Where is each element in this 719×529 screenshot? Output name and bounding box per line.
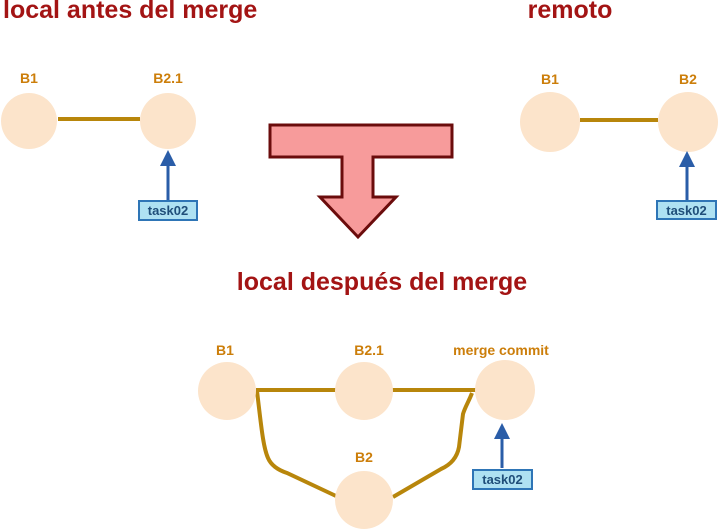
branch-label-before-b1: B1 bbox=[20, 70, 38, 86]
commit-node-merge bbox=[475, 360, 535, 420]
tag-pointer-arrow-after bbox=[494, 423, 510, 468]
branch-label-before-b21: B2.1 bbox=[153, 70, 183, 86]
tag-box-after: task02 bbox=[472, 469, 533, 490]
commit-node-remote-b2 bbox=[658, 92, 718, 152]
tag-pointer-arrow-remote bbox=[679, 151, 695, 200]
commit-node-before-b21 bbox=[140, 93, 196, 149]
tag-pointer-arrow-before bbox=[160, 150, 176, 200]
commit-node-after-b2 bbox=[335, 471, 393, 529]
branch-label-remote-b1: B1 bbox=[541, 71, 559, 87]
commit-node-after-b1 bbox=[198, 362, 256, 420]
edge-branch-right bbox=[391, 392, 474, 499]
commit-node-remote-b1 bbox=[520, 92, 580, 152]
big-down-arrow-icon bbox=[268, 123, 454, 240]
edge-branch-left bbox=[255, 390, 337, 498]
branch-label-merge-commit: merge commit bbox=[453, 342, 549, 358]
commit-node-after-b21 bbox=[335, 362, 393, 420]
tag-box-before: task02 bbox=[138, 200, 198, 221]
panel-title-remote: remoto bbox=[527, 0, 613, 24]
tag-box-remote: task02 bbox=[656, 200, 717, 220]
panel-title-local-before: local antes del merge bbox=[3, 0, 258, 24]
branch-label-after-b2: B2 bbox=[355, 449, 373, 465]
branch-label-after-b21: B2.1 bbox=[354, 342, 384, 358]
commit-node-before-b1 bbox=[1, 93, 57, 149]
branch-label-after-b1: B1 bbox=[216, 342, 234, 358]
panel-title-local-after: local después del merge bbox=[236, 268, 528, 296]
branch-label-remote-b2: B2 bbox=[679, 71, 697, 87]
